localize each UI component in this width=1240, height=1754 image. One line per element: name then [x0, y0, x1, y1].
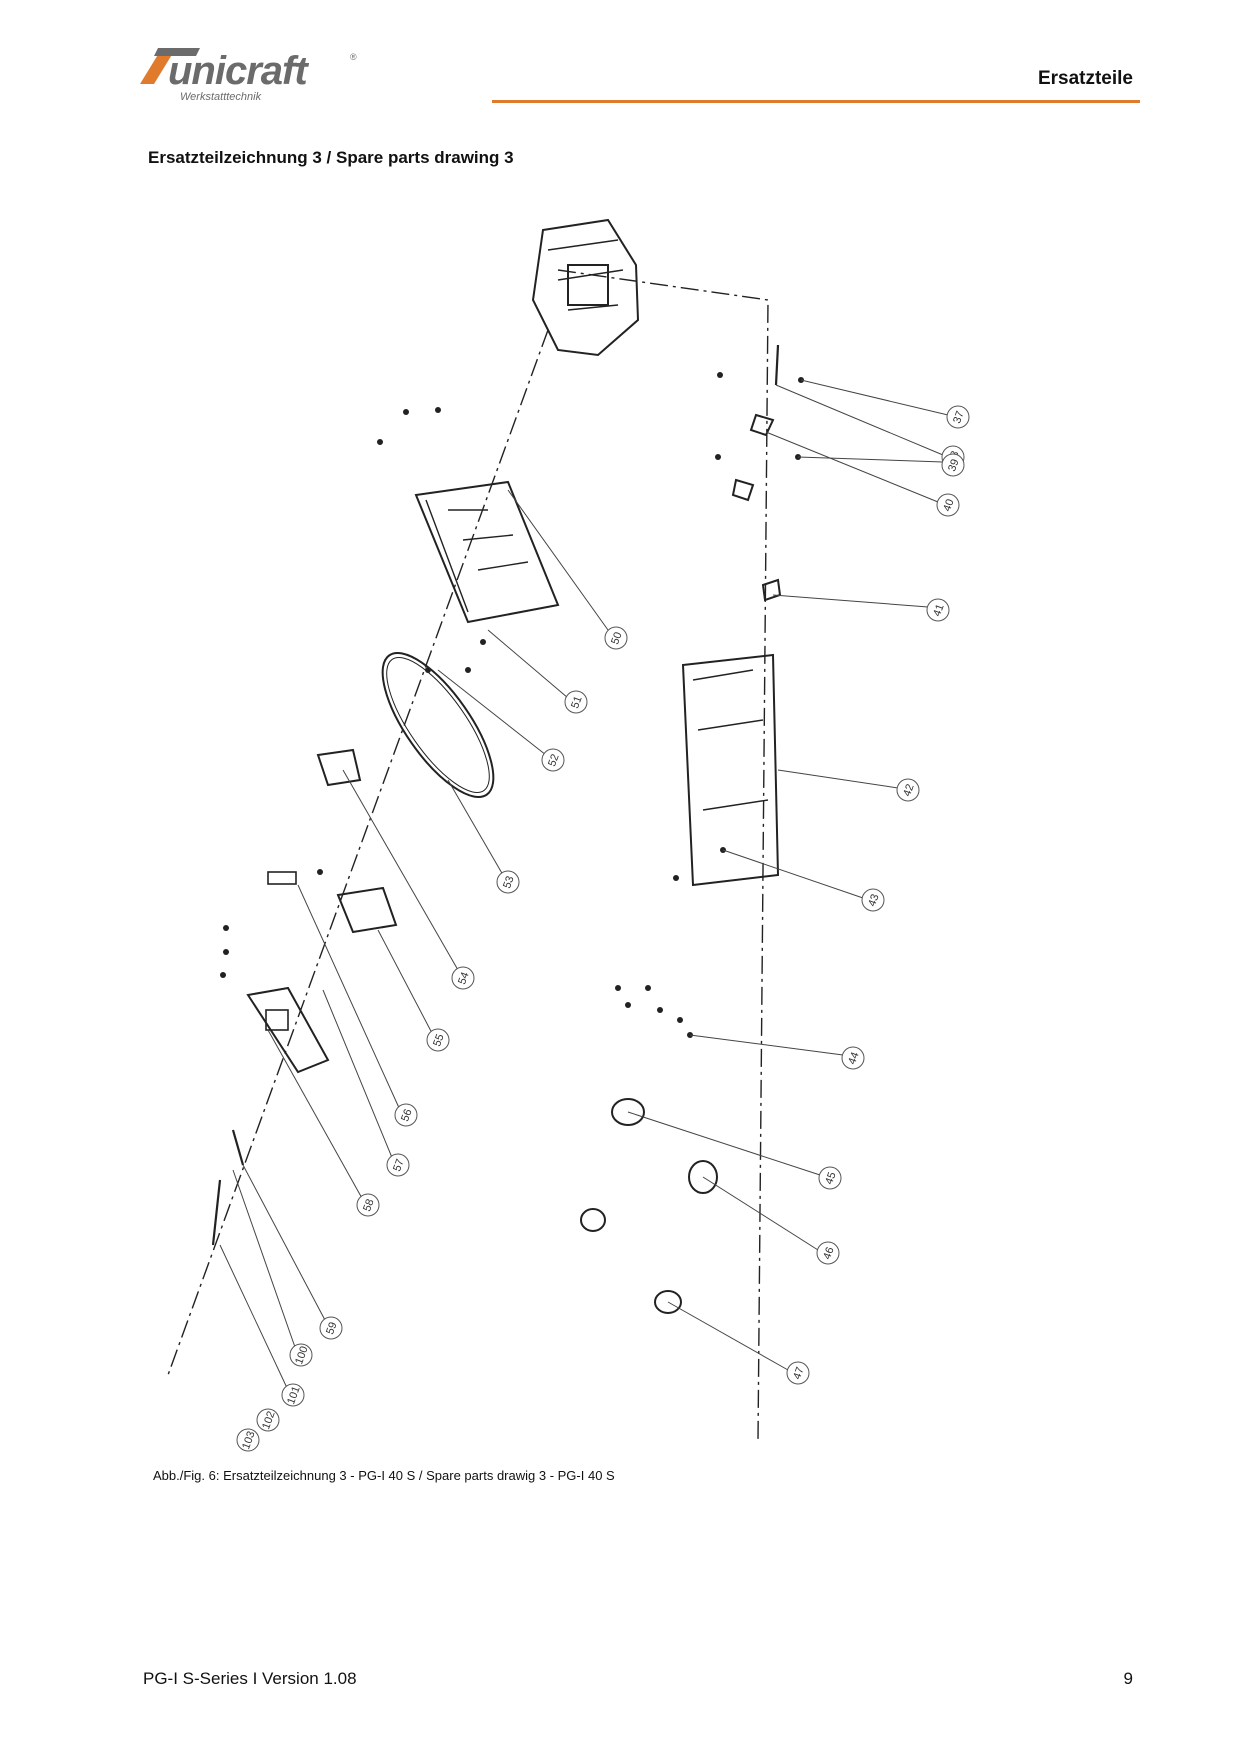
svg-text:41: 41 [931, 603, 946, 619]
svg-text:59: 59 [324, 1321, 339, 1337]
header-divider [492, 100, 1140, 103]
page-heading: Ersatzteilzeichnung 3 / Spare parts draw… [148, 148, 514, 167]
callout-57: 57 [386, 1153, 410, 1177]
unicraft-logo: unicraft ® Werkstatttechnik [140, 48, 357, 103]
svg-text:54: 54 [456, 971, 471, 987]
svg-text:46: 46 [821, 1246, 836, 1262]
callout-43: 43 [861, 888, 885, 912]
callout-55: 55 [426, 1028, 450, 1052]
callout-54: 54 [451, 966, 475, 990]
svg-text:50: 50 [609, 631, 624, 647]
svg-text:103: 103 [240, 1430, 258, 1451]
callout-51: 51 [564, 690, 588, 714]
callout-52: 52 [541, 748, 565, 772]
callout-42: 42 [896, 778, 920, 802]
callout-44: 44 [841, 1046, 865, 1070]
callout-41: 41 [926, 598, 950, 622]
svg-text:55: 55 [431, 1033, 446, 1049]
footer-document-version: PG-I S-Series I Version 1.08 [143, 1669, 357, 1688]
callout-100: 100 [289, 1343, 313, 1367]
svg-text:39: 39 [946, 458, 961, 474]
callout-37: 37 [946, 405, 970, 429]
svg-text:44: 44 [846, 1051, 861, 1067]
svg-text:102: 102 [260, 1410, 278, 1431]
svg-text:47: 47 [791, 1366, 806, 1382]
figure-caption: Abb./Fig. 6: Ersatzteilzeichnung 3 - PG-… [153, 1468, 615, 1483]
svg-text:®: ® [350, 52, 357, 62]
svg-text:100: 100 [293, 1345, 311, 1366]
callout-103: 103 [236, 1428, 260, 1452]
svg-text:unicraft: unicraft [168, 49, 309, 93]
svg-text:101: 101 [285, 1385, 303, 1406]
callout-47: 47 [786, 1361, 810, 1385]
svg-text:56: 56 [399, 1108, 414, 1124]
callout-101: 101 [281, 1383, 305, 1407]
svg-text:40: 40 [941, 498, 956, 514]
svg-text:53: 53 [501, 875, 516, 891]
exploded-view-illustration: 3738394041424344454647505152535455565758… [167, 218, 970, 1452]
svg-text:42: 42 [901, 783, 916, 799]
callout-59: 59 [319, 1316, 343, 1340]
svg-text:51: 51 [569, 695, 584, 711]
section-title: Ersatzteile [1037, 68, 1133, 89]
svg-text:37: 37 [951, 410, 966, 426]
svg-text:52: 52 [546, 753, 561, 769]
callout-56: 56 [394, 1103, 418, 1127]
svg-text:Werkstatttechnik: Werkstatttechnik [180, 91, 262, 103]
callout-40: 40 [936, 493, 960, 517]
svg-text:45: 45 [823, 1171, 838, 1187]
callout-46: 46 [816, 1241, 840, 1265]
svg-text:57: 57 [391, 1158, 406, 1174]
footer-page-number: 9 [1123, 1669, 1133, 1688]
brand-logo: unicraft ® Werkstatttechnik [140, 44, 380, 106]
callout-39: 39 [941, 453, 965, 477]
callout-102: 102 [256, 1408, 280, 1432]
callout-50: 50 [604, 626, 628, 650]
spare-parts-drawing: 3738394041424344454647505152535455565758… [148, 210, 998, 1460]
svg-text:58: 58 [361, 1198, 376, 1214]
svg-text:43: 43 [866, 893, 881, 909]
callout-53: 53 [496, 870, 520, 894]
callout-45: 45 [818, 1166, 842, 1190]
callout-58: 58 [356, 1193, 380, 1217]
